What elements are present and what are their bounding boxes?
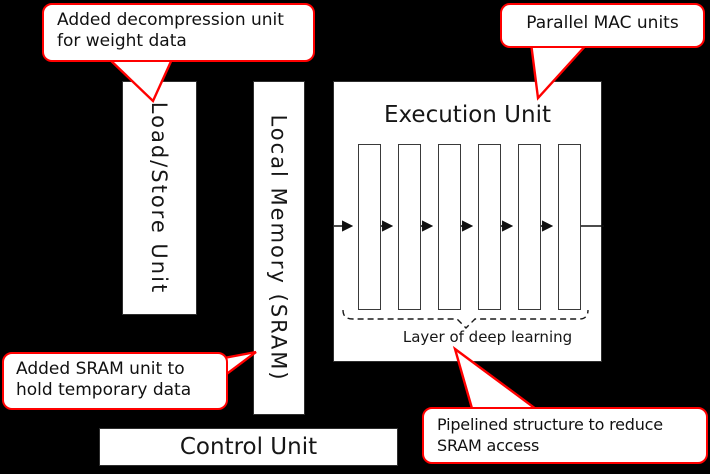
callout-tail-pipelined [452,345,544,414]
control-unit-label: Control Unit [179,434,318,460]
local-memory-sram-box: Local Memory (SRAM) [253,81,305,415]
mac-unit [558,144,581,310]
callout-decompression: Added decompression unit for weight data [42,3,315,62]
mac-unit [438,144,461,310]
mac-unit [358,144,381,310]
callout-decompression-line2: for weight data [57,31,187,51]
callout-decompression-line1: Added decompression unit [57,10,284,30]
brace-icon [342,309,589,329]
callout-sram-line1: Added SRAM unit to [16,359,185,379]
callout-sram: Added SRAM unit to hold temporary data [2,352,228,410]
callout-pipelined: Pipelined structure to reduce SRAM acces… [422,407,708,464]
callout-tail-sram [222,350,257,379]
execution-unit-title: Execution Unit [384,102,551,128]
load-store-unit-box: Load/Store Unit [122,81,197,315]
callout-parallel-mac: Parallel MAC units [500,3,705,48]
control-unit-box: Control Unit [99,428,398,466]
mac-unit [478,144,501,310]
callout-sram-line2: hold temporary data [16,380,192,400]
callout-pipelined-line1: Pipelined structure to reduce [437,415,663,434]
mac-unit [518,144,541,310]
callout-tail-decompression [104,55,175,104]
layer-of-deep-learning-label: Layer of deep learning [402,328,573,346]
callout-pipelined-line2: SRAM access [437,436,540,455]
mac-unit [398,144,421,310]
callout-parallel-mac-line1: Parallel MAC units [526,13,679,33]
callout-tail-parallel-mac [529,41,591,101]
